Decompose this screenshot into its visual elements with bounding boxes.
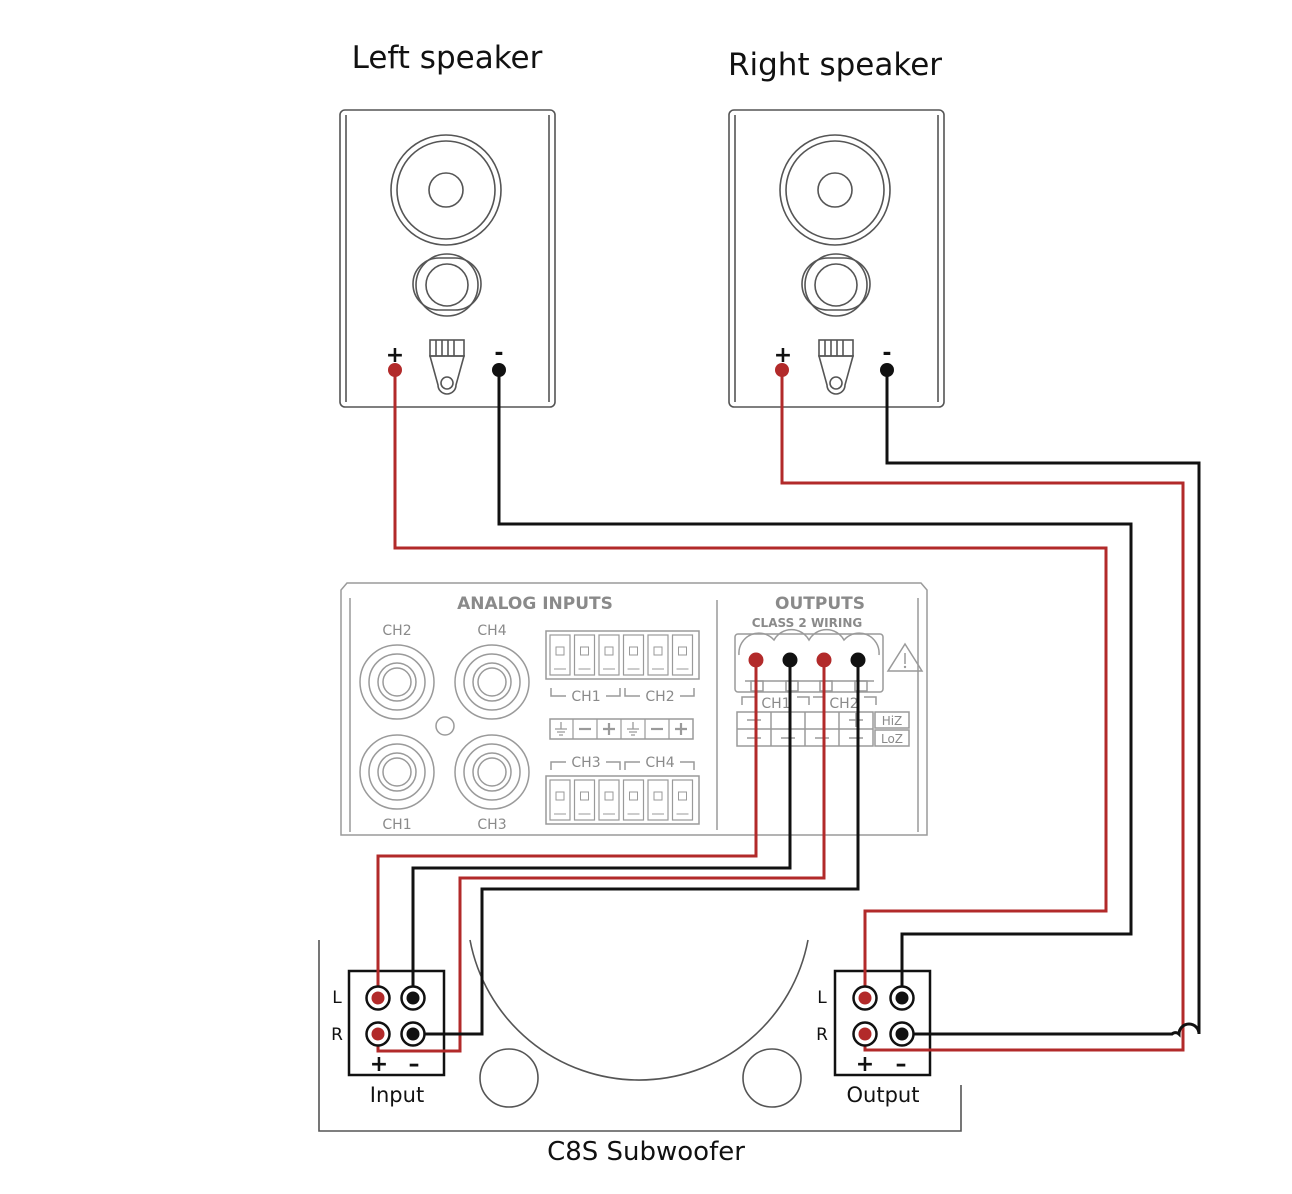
output-l-label: L: [817, 988, 827, 1008]
right-speaker: + -: [728, 109, 945, 408]
left-speaker-minus-label: -: [494, 341, 503, 366]
wire-amp-ch1-negative: [411, 660, 792, 998]
plus-icon: [675, 723, 687, 735]
amplifier-panel: ANALOG INPUTS OUTPUTS CLASS 2 WIRING CH2…: [340, 582, 928, 836]
terminal-pin: [598, 779, 620, 821]
input-label: Input: [370, 1083, 424, 1107]
ground-screw: [435, 716, 455, 736]
wire-amp-ch2-positive: [376, 660, 826, 1053]
outputs-heading: OUTPUTS: [775, 594, 865, 614]
right-speaker-title: Right speaker: [728, 47, 942, 83]
input-minus-label: –: [409, 1052, 420, 1077]
sub-input-jacks: [365, 985, 426, 1047]
rca-jack-ch3: [454, 734, 530, 810]
input-terminal-block-ch3-ch4: [545, 775, 700, 825]
rca-jack-ch2: [359, 644, 435, 720]
wiring: [376, 370, 1201, 1053]
terminal-pin: [647, 634, 669, 676]
terminal-pin: [622, 779, 645, 821]
subwoofer-output-terminal: [833, 969, 932, 1077]
block-label-ch1: CH1: [571, 689, 600, 705]
left-speaker-title: Left speaker: [352, 40, 543, 76]
input-plus-label: +: [370, 1052, 388, 1077]
amp-out-ch1-positive: [748, 652, 764, 668]
amp-output-terminals: [748, 652, 866, 668]
output-r-label: R: [816, 1025, 828, 1045]
subwoofer-title: C8S Subwoofer: [547, 1137, 745, 1167]
terminal-pin: [671, 634, 694, 676]
subwoofer-cabinet: [318, 939, 962, 1132]
left-speaker: + -: [339, 109, 556, 408]
right-speaker-plus-label: +: [774, 343, 792, 368]
rca-ch2-label: CH2: [382, 623, 411, 639]
terminal-pin: [647, 779, 669, 821]
rca-ch1-label: CH1: [382, 817, 411, 833]
input-r-label: R: [331, 1025, 343, 1045]
terminal-pin: [622, 634, 645, 676]
terminal-pin: [573, 634, 596, 676]
right-speaker-minus-label: -: [882, 341, 891, 366]
amp-out-ch2-negative: [850, 652, 866, 668]
amp-out-ch2-positive: [816, 652, 832, 668]
terminal-pin: [671, 779, 694, 821]
hiz-loz-table: [736, 711, 910, 747]
block-label-ch2: CH2: [645, 689, 674, 705]
wire-amp-ch2-negative: [413, 660, 860, 1036]
output-label-ch2: CH2: [829, 696, 858, 712]
class2-wiring-label: CLASS 2 WIRING: [752, 616, 863, 630]
output-label: Output: [847, 1083, 920, 1107]
rca-jack-ch4: [454, 644, 530, 720]
wire-left-speaker-positive: [393, 370, 1108, 998]
output-label-ch1: CH1: [761, 696, 790, 712]
output-minus-label: –: [896, 1052, 907, 1077]
terminal-pin: [549, 779, 571, 821]
input-terminal-block-ch1-ch2: [545, 630, 700, 680]
ground-icon: [555, 722, 567, 736]
left-speaker-plus-label: +: [386, 343, 404, 368]
analog-inputs-heading: ANALOG INPUTS: [457, 594, 613, 614]
wire-amp-ch1-positive: [376, 660, 758, 998]
output-plus-label: +: [856, 1052, 874, 1077]
sub-output-jacks: [852, 985, 915, 1047]
hiz-label: HiZ: [882, 714, 903, 728]
amp-out-ch1-negative: [782, 652, 798, 668]
rca-ch3-label: CH3: [477, 817, 506, 833]
wire-right-speaker-negative: [885, 370, 1201, 1038]
terminal-pin: [549, 634, 571, 676]
terminal-pin: [598, 634, 620, 676]
rca-ch4-label: CH4: [477, 623, 506, 639]
block-label-ch3: CH3: [571, 755, 600, 771]
loz-label: LoZ: [881, 732, 903, 746]
wire-right-speaker-positive: [780, 370, 1185, 1052]
plus-icon: [603, 723, 615, 735]
warning-triangle-icon: [886, 642, 924, 672]
ground-icon: [627, 722, 639, 736]
block-label-ch4: CH4: [645, 755, 674, 771]
subwoofer-input-terminal: [347, 969, 446, 1077]
ground-minus-plus-row: [549, 718, 694, 740]
input-l-label: L: [332, 988, 342, 1008]
rca-jack-ch1: [359, 734, 435, 810]
wire-left-speaker-negative: [497, 370, 1133, 998]
terminal-pin: [573, 779, 596, 821]
